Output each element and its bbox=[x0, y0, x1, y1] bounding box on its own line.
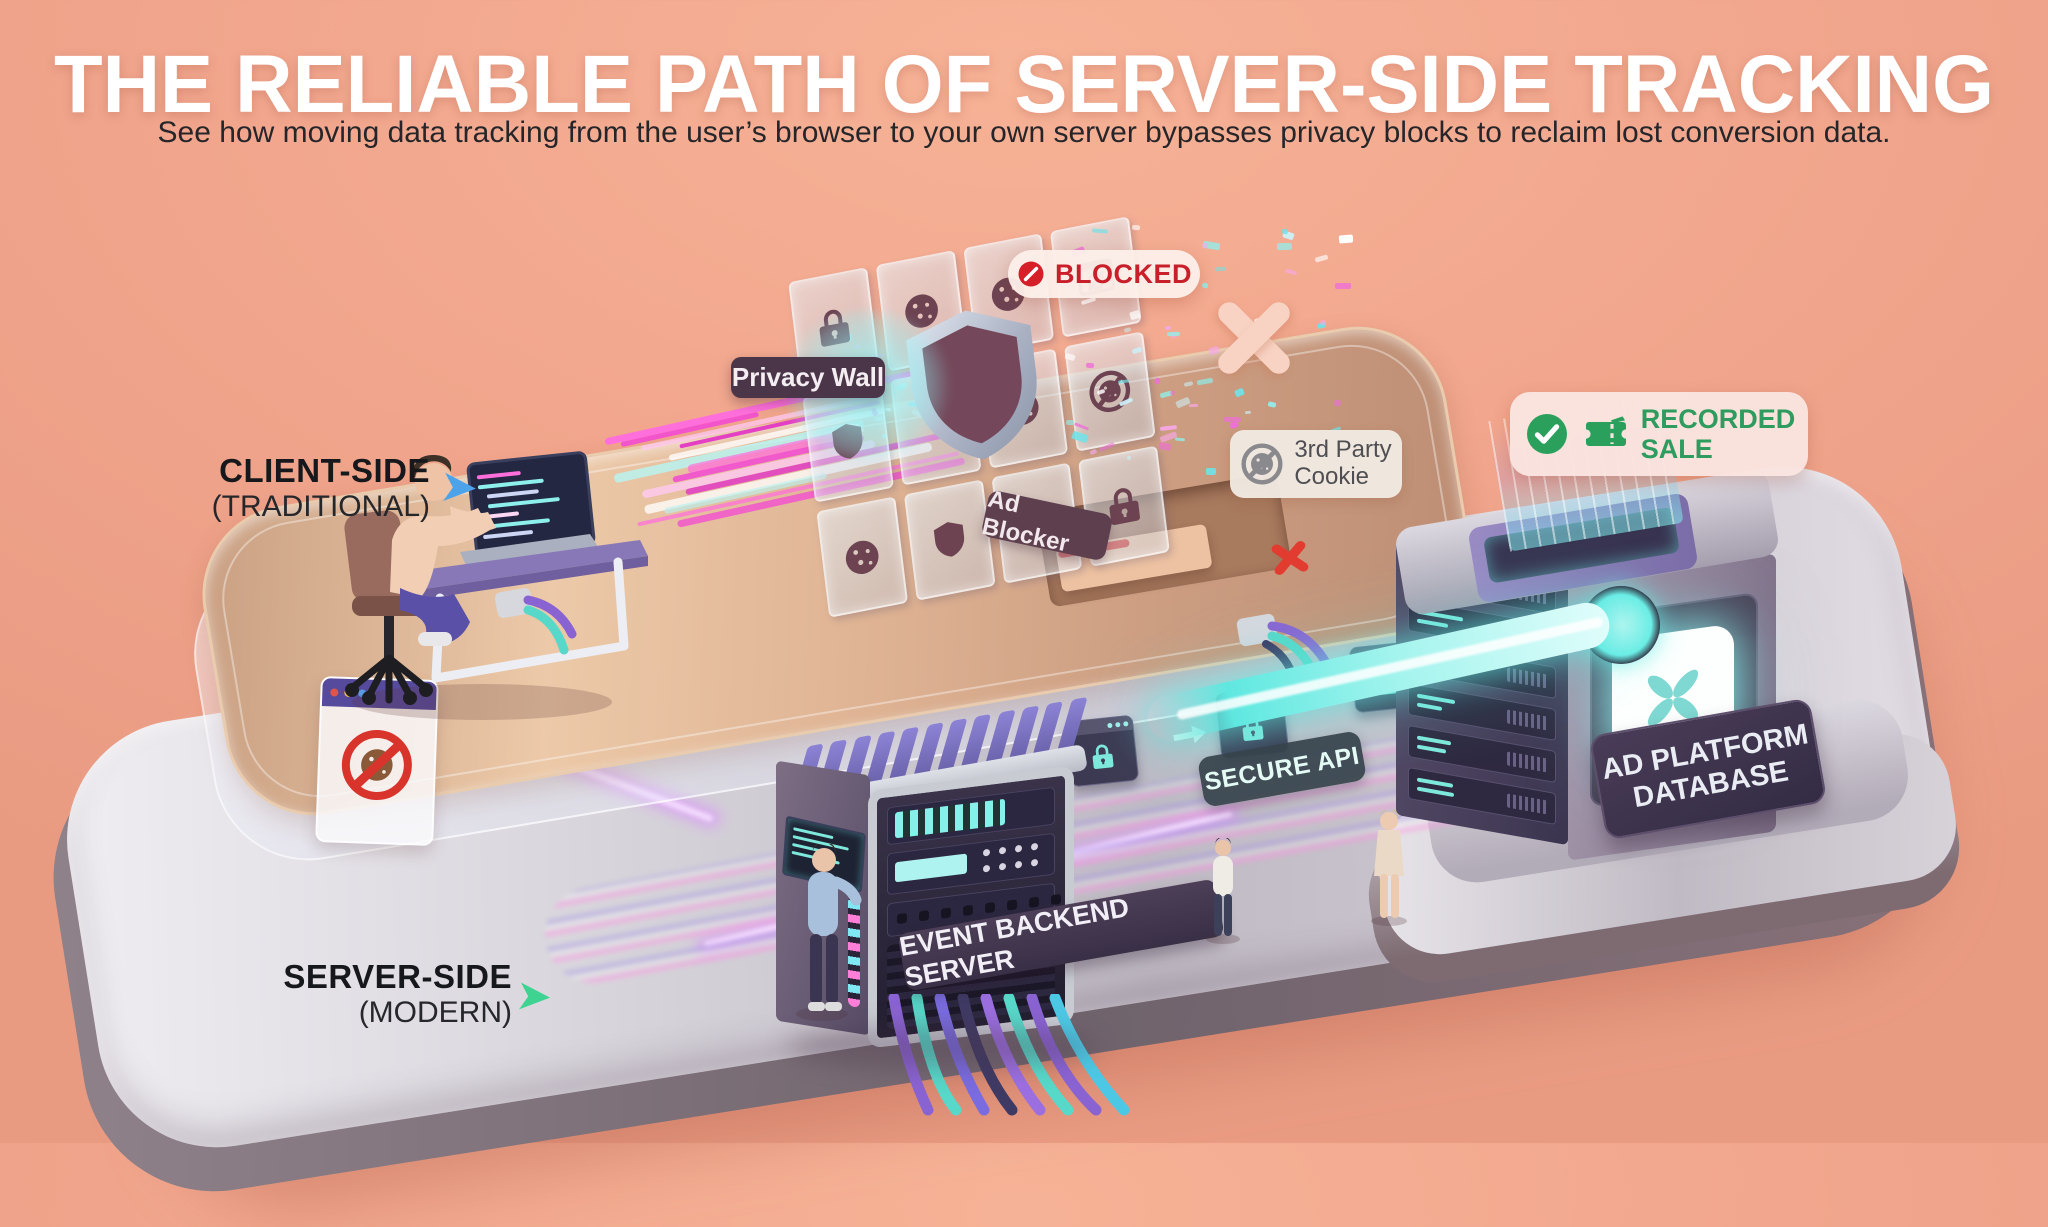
client-workstation bbox=[344, 451, 648, 720]
laptop-code-lines bbox=[476, 471, 560, 539]
third-party-cookie-line2: Cookie bbox=[1294, 463, 1370, 490]
client-side-subtitle: (TRADITIONAL) bbox=[211, 489, 430, 523]
desk-top bbox=[408, 540, 648, 590]
recorded-sale-line2: SALE bbox=[1640, 434, 1713, 464]
server-cables bbox=[888, 994, 1130, 1116]
failure-x-mark bbox=[1265, 535, 1314, 580]
person-figure bbox=[1206, 838, 1240, 944]
ticket-icon bbox=[1582, 410, 1630, 458]
server-side-title: SERVER-SIDE bbox=[283, 958, 512, 995]
cable-connector bbox=[494, 588, 577, 655]
privacy-wall-label: Privacy Wall bbox=[731, 362, 885, 392]
privacy-wall-sign: Privacy Wall bbox=[731, 357, 885, 398]
seated-person bbox=[390, 454, 496, 646]
server-shadow bbox=[786, 1026, 1096, 1068]
person-figure bbox=[1371, 810, 1407, 926]
blocked-badge: BLOCKED bbox=[1008, 250, 1200, 298]
page-subtitle: See how moving data tracking from the us… bbox=[157, 116, 1891, 149]
page-title: THE RELIABLE PATH OF SERVER-SIDE TRACKIN… bbox=[53, 39, 1994, 130]
blocked-label: BLOCKED bbox=[1055, 258, 1192, 289]
third-party-cookie-badge: 3rd Party Cookie bbox=[1230, 430, 1402, 498]
server-side-label: SERVER-SIDE (MODERN) bbox=[272, 958, 512, 1030]
person-figure bbox=[796, 844, 862, 1021]
ad-platform-logo-icon bbox=[1612, 623, 1734, 773]
shield-icon bbox=[924, 507, 974, 574]
no-entry-icon bbox=[1016, 259, 1046, 289]
third-party-cookie-line1: 3rd Party bbox=[1294, 436, 1392, 464]
blocked-x-mark bbox=[1208, 292, 1300, 384]
server-side-subtitle: (MODERN) bbox=[358, 995, 512, 1029]
client-side-label: CLIENT-SIDE (TRADITIONAL) bbox=[190, 452, 430, 524]
blocked-cookie-window bbox=[315, 675, 439, 847]
recorded-sale-line1: RECORDED bbox=[1640, 403, 1796, 434]
client-arrow-icon bbox=[437, 467, 484, 510]
server-arrow-icon bbox=[513, 977, 558, 1018]
cookie-blocked-icon bbox=[1240, 442, 1284, 486]
lock-icon bbox=[1086, 739, 1119, 774]
check-circle-icon bbox=[1523, 410, 1571, 458]
db-right-face bbox=[1568, 553, 1776, 861]
cookie-icon bbox=[837, 524, 887, 591]
client-side-title: CLIENT-SIDE bbox=[219, 452, 430, 489]
db-logo-plate bbox=[1590, 591, 1758, 808]
recorded-sale-badge: RECORDED SALE bbox=[1510, 392, 1808, 476]
wall-tile bbox=[816, 496, 908, 618]
cookie-blocked-icon bbox=[341, 729, 412, 800]
